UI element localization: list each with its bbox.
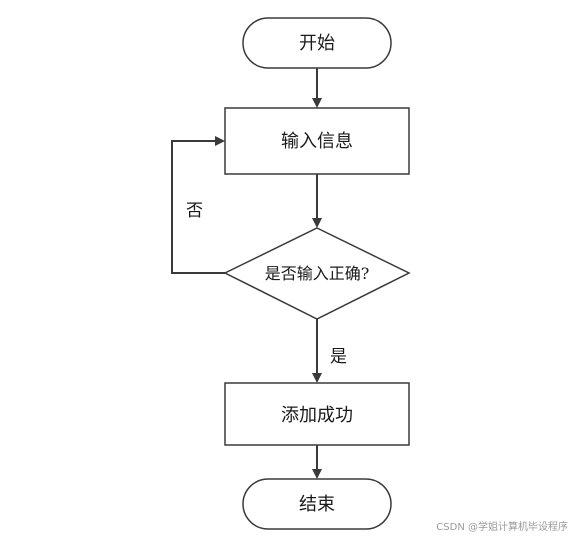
edge-decision-to-input-no: [171, 136, 225, 274]
start-node-label: 开始: [299, 33, 335, 54]
edge-label-no: 否: [186, 201, 203, 221]
decision-node-label: 是否输入正确?: [265, 264, 370, 283]
input-node-label: 输入信息: [281, 131, 353, 152]
edge-label-yes: 是: [330, 347, 347, 367]
watermark-text: CSDN @学姐计算机毕设程序: [436, 520, 568, 533]
end-node-label: 结束: [299, 494, 335, 515]
end-node: 结束: [242, 478, 392, 530]
success-node-label: 添加成功: [281, 405, 353, 426]
start-node: 开始: [242, 17, 392, 69]
success-node: 添加成功: [224, 382, 410, 446]
input-node-shape: [224, 107, 410, 175]
decision-node: 是否输入正确?: [223, 227, 411, 320]
end-node-shape: [242, 478, 392, 530]
input-node: 输入信息: [224, 107, 410, 175]
